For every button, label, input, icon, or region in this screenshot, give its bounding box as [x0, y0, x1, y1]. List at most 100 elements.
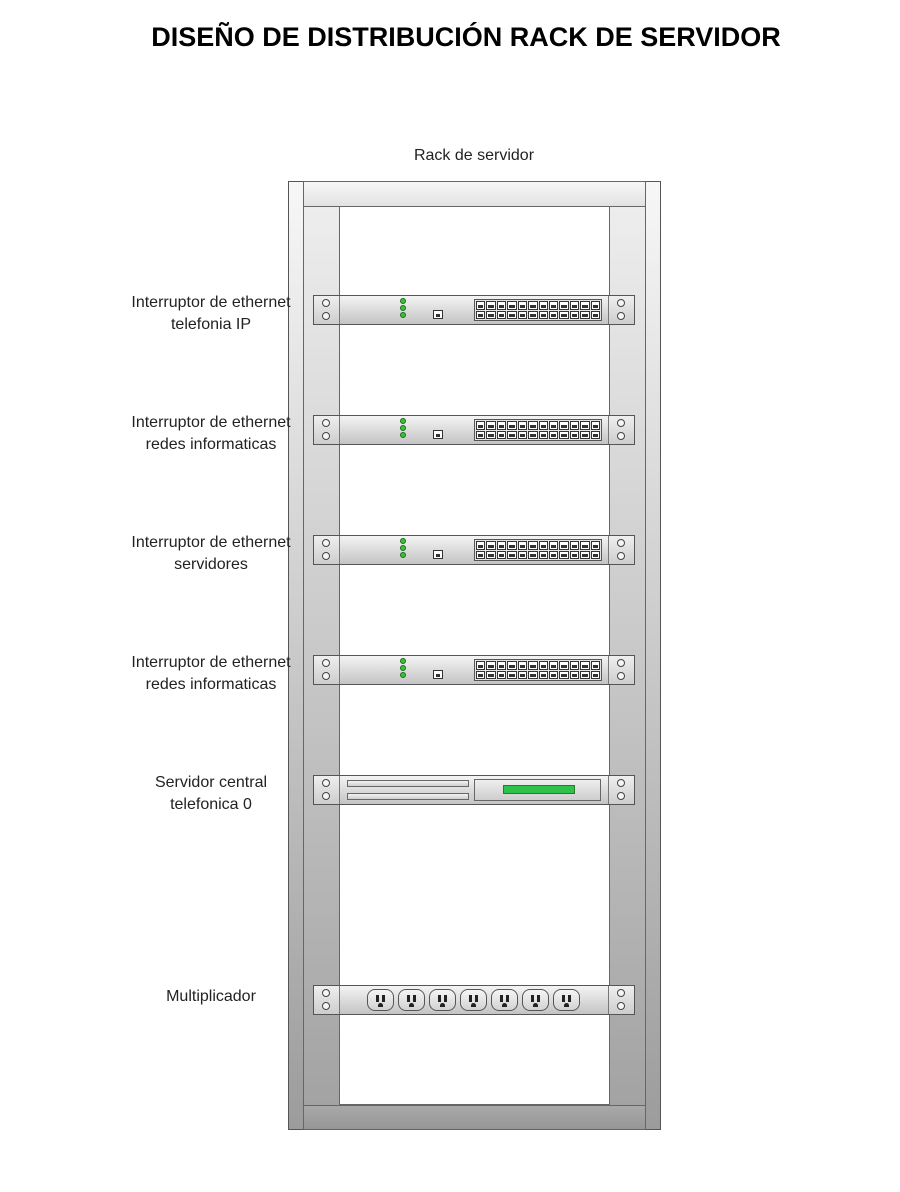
device-label: Interruptor de ethernet telefonia IP: [131, 294, 291, 333]
ethernet-port-icon: [580, 430, 590, 439]
power-outlet-icon: [553, 989, 580, 1011]
ethernet-port-icon: [580, 421, 590, 430]
rack-screw-icon: [322, 779, 330, 787]
ethernet-port-icon: [486, 541, 496, 550]
outlet-ground-icon: [378, 1003, 383, 1007]
ethernet-port-icon: [517, 310, 528, 319]
ethernet-port-icon: [548, 421, 559, 430]
ethernet-switch: [313, 415, 635, 445]
ethernet-port-icon: [590, 301, 600, 310]
outlet-ground-icon: [502, 1003, 507, 1007]
device-label: Interruptor de ethernet servidores: [131, 534, 291, 573]
status-led-icon: [400, 312, 406, 318]
uplink-port-icon: [433, 310, 443, 319]
device-label: Multiplicador: [166, 988, 256, 1005]
status-led-icon: [400, 538, 406, 544]
ethernet-port-icon: [507, 301, 517, 310]
ethernet-port-icon: [580, 310, 590, 319]
ethernet-port-icon: [517, 661, 528, 670]
ethernet-port-icon: [496, 670, 507, 679]
rack-top-bar: [303, 181, 646, 207]
rack-screw-icon: [322, 1002, 330, 1010]
rack-screw-icon: [322, 312, 330, 320]
ethernet-port-icon: [569, 661, 580, 670]
ethernet-port-icon: [538, 550, 548, 559]
rack-screw-icon: [617, 672, 625, 680]
ethernet-port-icon: [559, 430, 569, 439]
port-panel: [474, 419, 602, 441]
ethernet-port-icon: [496, 430, 507, 439]
ethernet-port-icon: [590, 670, 600, 679]
ethernet-port-icon: [538, 301, 548, 310]
outlet-slot-icon: [376, 995, 379, 1002]
mounting-ear: [608, 656, 634, 684]
ethernet-port-icon: [517, 430, 528, 439]
ethernet-port-icon: [507, 310, 517, 319]
mounting-ear: [314, 986, 340, 1014]
server-unit: [313, 775, 635, 805]
rack-screw-icon: [322, 672, 330, 680]
front-panel: [474, 779, 601, 801]
ethernet-port-icon: [517, 541, 528, 550]
ethernet-port-icon: [486, 421, 496, 430]
ethernet-port-icon: [517, 670, 528, 679]
ethernet-port-icon: [517, 421, 528, 430]
ethernet-port-icon: [496, 421, 507, 430]
status-led-icon: [400, 432, 406, 438]
ethernet-port-icon: [548, 670, 559, 679]
ethernet-port-icon: [496, 541, 507, 550]
outlet-slot-icon: [537, 995, 540, 1002]
outlet-slot-icon: [562, 995, 565, 1002]
mounting-ear: [608, 776, 634, 804]
outlet-slot-icon: [568, 995, 571, 1002]
ethernet-port-icon: [486, 661, 496, 670]
outlet-ground-icon: [564, 1003, 569, 1007]
device-label: Servidor central telefonica 0: [154, 774, 268, 813]
outlet-slot-icon: [531, 995, 534, 1002]
ethernet-port-icon: [559, 670, 569, 679]
ethernet-port-icon: [476, 430, 486, 439]
ethernet-port-icon: [538, 670, 548, 679]
ethernet-port-icon: [590, 550, 600, 559]
outlet-ground-icon: [440, 1003, 445, 1007]
rack-screw-icon: [617, 792, 625, 800]
ethernet-port-icon: [528, 310, 538, 319]
mounting-ear: [608, 986, 634, 1014]
ethernet-switch: [313, 535, 635, 565]
rack-screw-icon: [617, 1002, 625, 1010]
rack-screw-icon: [617, 539, 625, 547]
rack-screw-icon: [322, 539, 330, 547]
ethernet-port-icon: [569, 550, 580, 559]
mounting-ear: [608, 416, 634, 444]
ethernet-port-icon: [496, 310, 507, 319]
ethernet-port-icon: [486, 430, 496, 439]
ethernet-port-icon: [517, 550, 528, 559]
drive-bay: [347, 793, 469, 800]
device-label: Interruptor de ethernet redes informatic…: [131, 654, 291, 693]
ethernet-port-icon: [496, 301, 507, 310]
status-led-icon: [400, 418, 406, 424]
rack-screw-icon: [322, 419, 330, 427]
ethernet-port-icon: [528, 421, 538, 430]
outlet-slot-icon: [506, 995, 509, 1002]
ethernet-port-icon: [486, 670, 496, 679]
ethernet-port-icon: [548, 550, 559, 559]
ethernet-port-icon: [486, 550, 496, 559]
ethernet-switch: [313, 295, 635, 325]
power-outlet-icon: [398, 989, 425, 1011]
outlet-slot-icon: [469, 995, 472, 1002]
rack-screw-icon: [617, 989, 625, 997]
ethernet-port-icon: [507, 421, 517, 430]
ethernet-port-icon: [496, 661, 507, 670]
ethernet-port-icon: [580, 670, 590, 679]
ethernet-port-icon: [590, 430, 600, 439]
ethernet-port-icon: [528, 661, 538, 670]
uplink-port-icon: [433, 430, 443, 439]
ethernet-port-icon: [496, 550, 507, 559]
ethernet-port-icon: [569, 541, 580, 550]
ethernet-port-icon: [476, 541, 486, 550]
ethernet-port-icon: [538, 310, 548, 319]
ethernet-port-icon: [548, 430, 559, 439]
outlet-slot-icon: [438, 995, 441, 1002]
power-strip: [313, 985, 635, 1015]
